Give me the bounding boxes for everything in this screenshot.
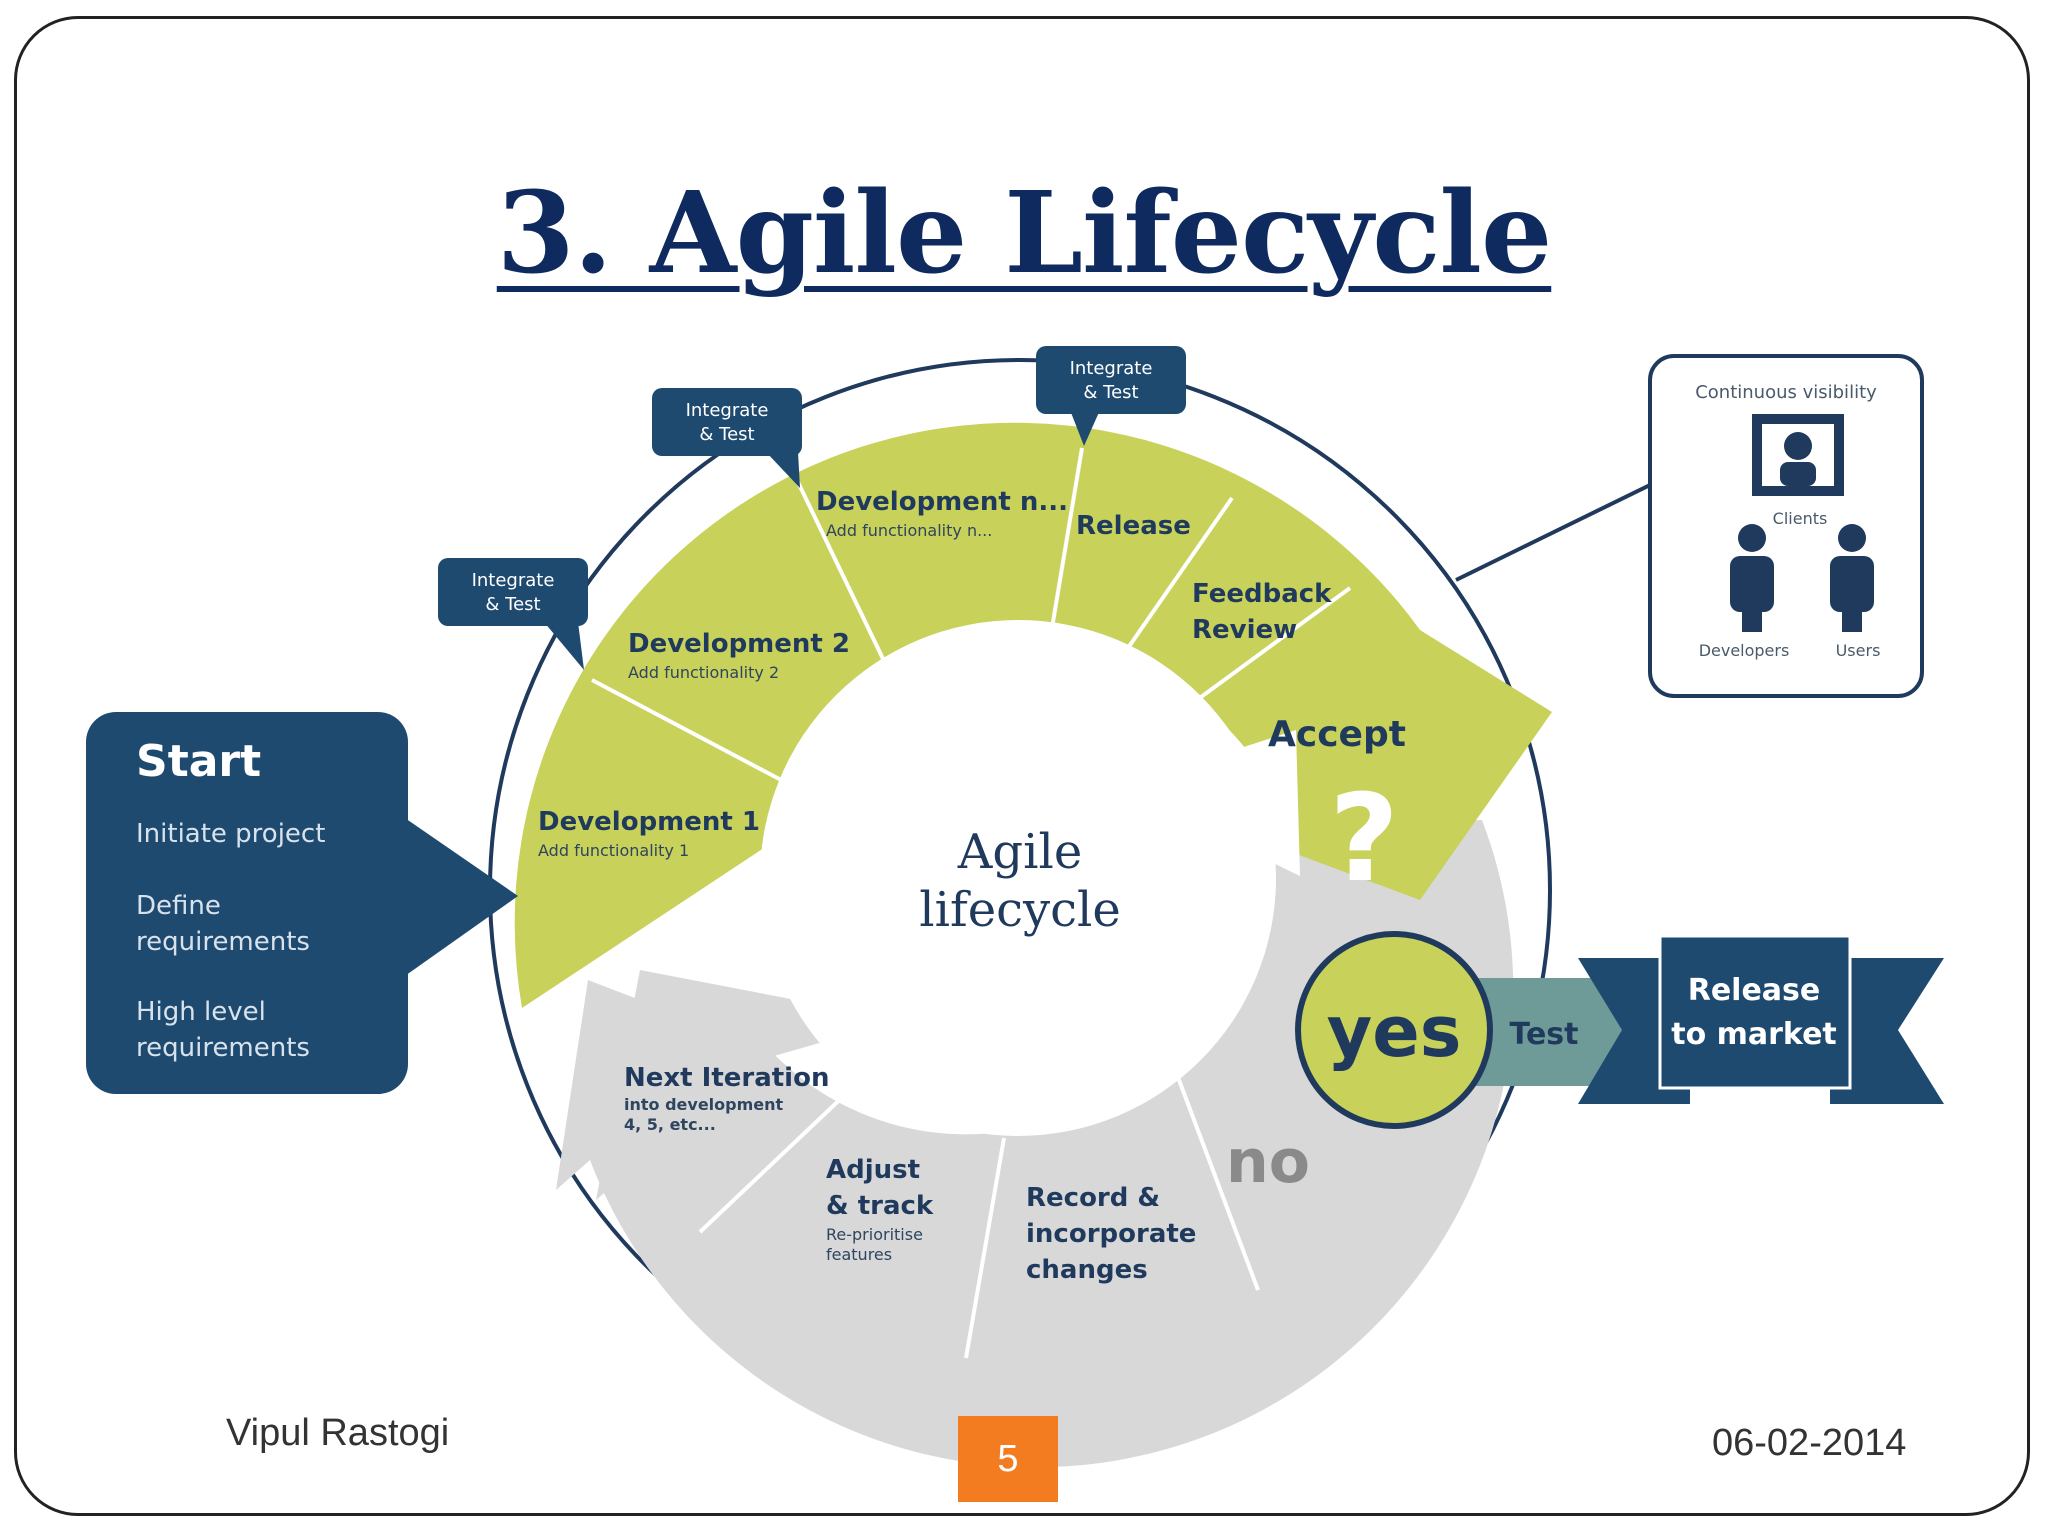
release-market-line1: Release	[1688, 973, 1821, 1008]
no-label: no	[1226, 1127, 1310, 1197]
accept-question-mark: ?	[1329, 770, 1399, 909]
callout-1-text: Integrate& Test	[472, 570, 555, 615]
test-label: Test	[1509, 1017, 1578, 1052]
callout-integrate-test-1: Integrate& Test	[438, 558, 588, 670]
lime-development-band	[514, 422, 1552, 1008]
start-item-define-line1: Define	[136, 891, 221, 921]
yes-circle	[1295, 931, 1493, 1129]
lime-dividers	[591, 447, 1352, 792]
start-item-highlevel-line2: requirements	[136, 1033, 310, 1063]
center-label-line2: lifecycle	[919, 882, 1121, 938]
clients-label: Clients	[1773, 509, 1828, 528]
start-item-highlevel: High level requirements	[136, 997, 310, 1063]
dev2-subtitle: Add functionality 2	[628, 663, 779, 682]
devn-subtitle: Add functionality n...	[826, 521, 992, 540]
test-arrow-body	[1470, 978, 1608, 1086]
start-item-define-line2: requirements	[136, 927, 310, 957]
start-item-define: Define requirements	[136, 891, 310, 957]
dev2-title: Development 2	[628, 629, 850, 659]
start-item-highlevel-line1: High level	[136, 997, 266, 1027]
hub-notch	[1118, 730, 1300, 876]
center-label-line1: Agile	[957, 824, 1083, 880]
developer-person-icon	[1730, 524, 1774, 632]
start-box	[86, 712, 408, 1094]
user-person-icon	[1830, 524, 1874, 632]
callout-integrate-test-2: Integrate& Test	[652, 388, 802, 488]
release-market-line2: to market	[1671, 1017, 1837, 1052]
gray-feedback-band	[556, 820, 1514, 1468]
devn-title: Development n...	[816, 487, 1068, 517]
footer-author: Vipul Rastogi	[226, 1412, 450, 1454]
visibility-title: Continuous visibility	[1695, 382, 1877, 403]
client-screen-icon	[1752, 414, 1844, 496]
start-title: Start	[136, 736, 261, 787]
start-arrow	[402, 816, 518, 978]
slide-frame	[14, 16, 2030, 1516]
start-item-initiate: Initiate project	[136, 819, 325, 849]
release-title: Release	[1076, 511, 1191, 541]
dev1-subtitle: Add functionality 1	[538, 841, 689, 860]
callout-integrate-test-3: Integrate& Test	[1036, 346, 1186, 446]
release-to-market-banner: Release to market	[1578, 934, 1944, 1104]
visibility-connector	[1455, 482, 1653, 582]
callout-3-text: Integrate& Test	[1070, 358, 1153, 403]
yes-label: yes	[1327, 991, 1462, 1073]
page-number-badge: 5	[958, 1416, 1058, 1502]
users-label: Users	[1836, 641, 1881, 660]
page-number: 5	[997, 1437, 1019, 1480]
accept-title: Accept	[1268, 714, 1406, 755]
callout-2-text: Integrate& Test	[686, 400, 769, 445]
developers-label: Developers	[1699, 641, 1790, 660]
adjust-title: Adjust& track	[826, 1155, 934, 1221]
next-iteration-title: Next Iteration	[624, 1063, 829, 1093]
inner-hub	[760, 620, 1276, 1136]
footer-date: 06-02-2014	[1712, 1422, 1907, 1464]
gray-dividers	[698, 1071, 1260, 1359]
dev1-title: Development 1	[538, 807, 760, 837]
slide-title: 3. Agile Lifecycle	[496, 168, 1552, 299]
